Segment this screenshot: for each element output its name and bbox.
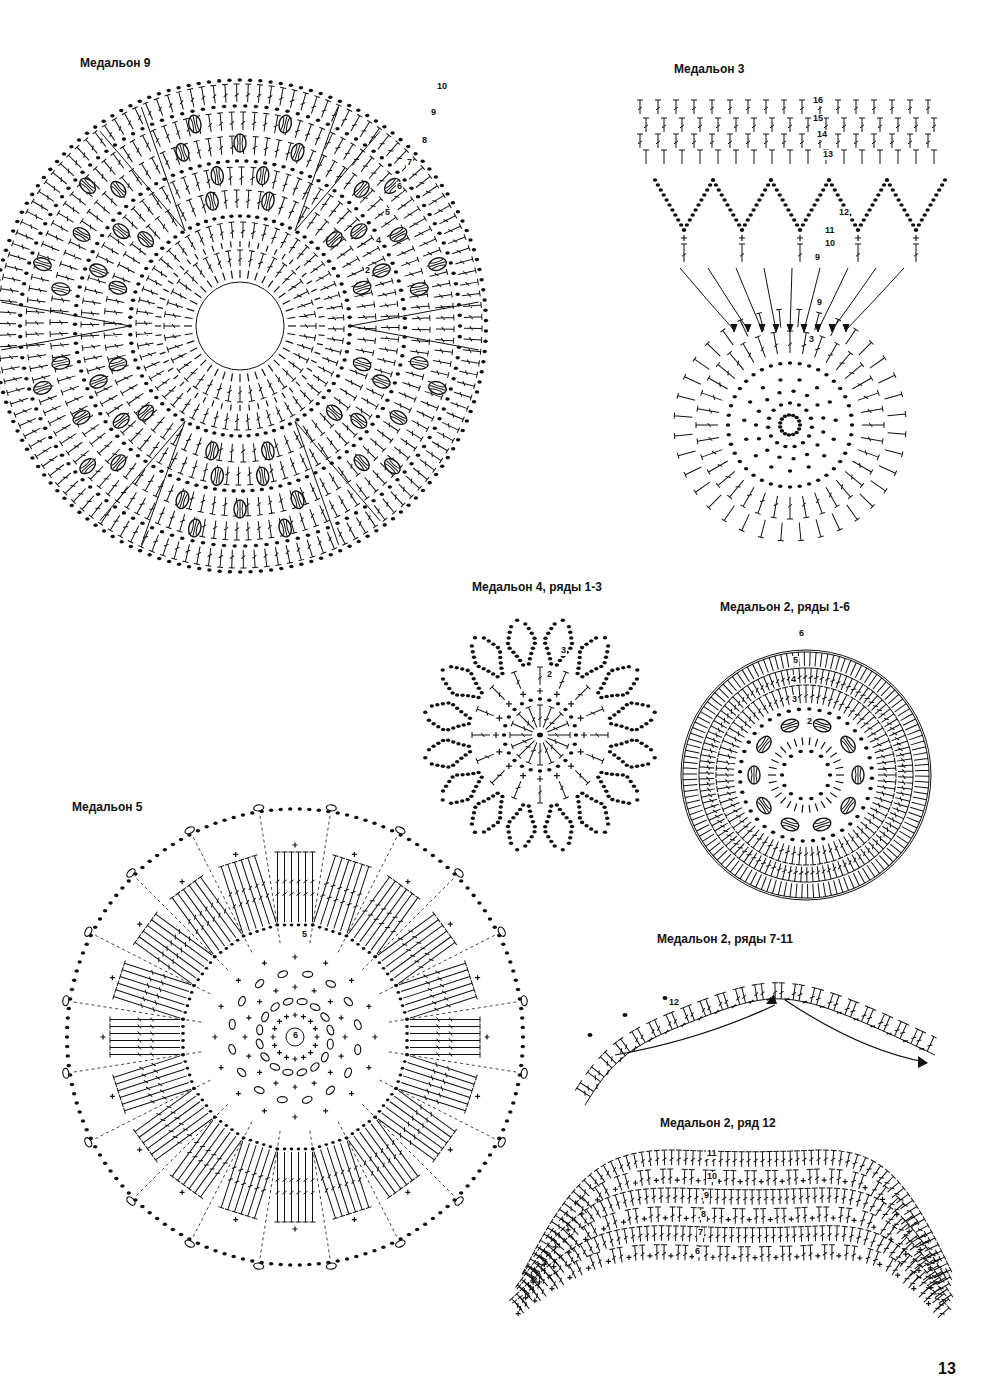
row-number: 6 [798, 629, 805, 639]
row-number: 16 [812, 96, 824, 106]
row-number: 6 [396, 182, 403, 192]
row-number: 2 [364, 266, 371, 276]
row-number: 5 [384, 208, 391, 218]
medallion-2-chart [681, 650, 931, 900]
row-number: 9 [814, 253, 821, 263]
row-number: 7 [406, 158, 413, 168]
row-number: 8 [700, 1210, 707, 1220]
row-number: 10 [706, 1172, 718, 1182]
row-number: 7 [697, 1228, 704, 1238]
row-number: 9 [703, 1191, 710, 1201]
row-number: 14 [816, 130, 828, 140]
row-number: 5 [301, 930, 308, 940]
row-number: 11 [824, 226, 836, 236]
chart-title: Медальон 2, ряды 7-11 [655, 932, 795, 947]
row-number: 2 [546, 670, 553, 680]
medallion-5-chart [62, 804, 528, 1270]
row-number: 3 [791, 695, 798, 705]
row-number: 13 [822, 150, 834, 160]
page-number: 13 [938, 1360, 956, 1378]
row-number: 10 [436, 82, 448, 92]
chart-title: Медальон 2, ряд 12 [658, 1116, 778, 1131]
row-number: 5 [792, 656, 799, 666]
chart-title: Медальон 3 [672, 62, 747, 77]
row-number: 9 [816, 298, 823, 308]
row-number: 6 [292, 1031, 299, 1041]
row-number: 4 [790, 675, 797, 685]
medallion-4-chart [423, 618, 657, 851]
row-number: 9 [430, 108, 437, 118]
medallion-2-row-12-chart [509, 1150, 953, 1320]
chart-title: Медальон 2, ряды 1-6 [718, 600, 852, 615]
row-number: 12 [668, 998, 680, 1008]
row-number: 3 [560, 646, 567, 656]
row-number: 2 [806, 717, 813, 727]
medallion-9-chart [0, 78, 488, 574]
row-number: 6 [694, 1247, 701, 1257]
chart-title: Медальон 5 [70, 800, 145, 815]
medallion-3-chart [637, 100, 947, 541]
row-number: 12 [838, 208, 850, 218]
row-number: 11 [706, 1149, 718, 1159]
chart-title: Медальон 4, ряды 1-3 [470, 580, 604, 595]
row-number: 4 [375, 236, 382, 246]
row-number: 3 [808, 335, 815, 345]
chart-title: Медальон 9 [78, 56, 153, 71]
row-number: 8 [421, 136, 428, 146]
row-number: 10 [824, 239, 836, 249]
row-number: 15 [812, 114, 824, 124]
medallion-2-rows-7-11-chart [575, 983, 936, 1105]
